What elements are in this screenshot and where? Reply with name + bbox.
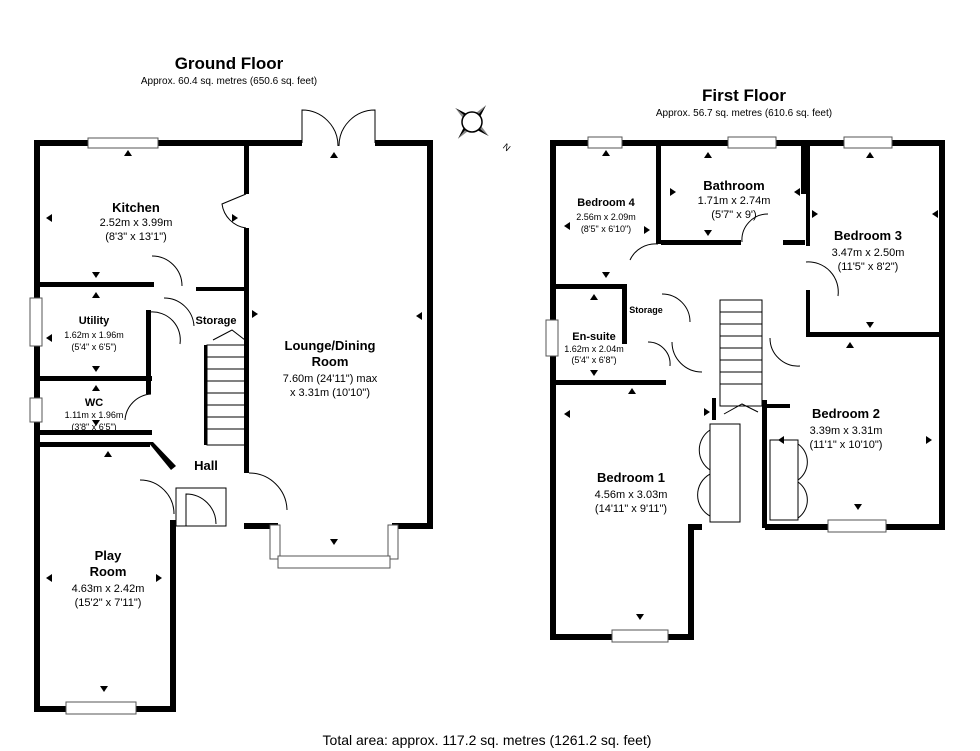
- lounge-dim-line1: 7.60m (24'11") max: [283, 373, 378, 385]
- bedroom4-name: Bedroom 4: [577, 197, 635, 209]
- first-floor-door-arcs: [629, 213, 839, 373]
- french-doors: [301, 109, 376, 147]
- bedroom3-name: Bedroom 3: [834, 228, 902, 243]
- ground-floor-stairs: [206, 329, 248, 446]
- ensuite-dim-ft: (5'4" x 6'8"): [571, 355, 616, 365]
- play-room-name-line2: Room: [90, 564, 127, 579]
- play-room-dim-ft: (15'2" x 7'11"): [75, 597, 142, 609]
- ground-floor-windows: [29, 137, 399, 715]
- bedroom1-dim-m: 4.56m x 3.03m: [595, 489, 668, 501]
- bathroom-dim-m: 1.71m x 2.74m: [698, 195, 771, 207]
- bedroom4-dim-m: 2.56m x 2.09m: [576, 212, 636, 222]
- first-floor-title: First Floor: [702, 86, 786, 105]
- bedroom2-name: Bedroom 2: [812, 406, 880, 421]
- wc-dim-m: 1.11m x 1.96m: [65, 410, 124, 420]
- ground-floor-title: Ground Floor: [175, 54, 284, 73]
- storage-name: Storage: [196, 315, 237, 327]
- lounge-name-line2: Room: [312, 354, 349, 369]
- ground-floor-markers: [46, 150, 422, 692]
- ground-floor-area: Approx. 60.4 sq. metres (650.6 sq. feet): [141, 76, 317, 87]
- lounge-dim-line2: x 3.31m (10'10"): [290, 387, 370, 399]
- bathroom-dim-ft: (5'7" x 9'): [711, 209, 756, 221]
- ensuite-dim-m: 1.62m x 2.04m: [564, 344, 624, 354]
- lounge-name-line1: Lounge/Dining: [285, 338, 376, 353]
- bedroom1-name: Bedroom 1: [597, 470, 665, 485]
- first-floor-windows: [545, 136, 893, 643]
- first-floor-markers: [564, 150, 938, 620]
- ground-floor-labels: Kitchen 2.52m x 3.99m (8'3" x 13'1") Uti…: [64, 200, 377, 609]
- bedroom3-dim-ft: (11'5" x 8'2"): [838, 261, 899, 273]
- compass-north-label: N: [501, 141, 512, 153]
- wc-dim-ft: (3'8" x 6'5"): [71, 422, 116, 432]
- utility-dim-ft: (5'4" x 6'5"): [71, 342, 116, 352]
- first-floor-plan: First Floor Approx. 56.7 sq. metres (610…: [545, 86, 945, 643]
- kitchen-dim-m: 2.52m x 3.99m: [100, 217, 173, 229]
- bedroom2-dim-m: 3.39m x 3.31m: [810, 425, 883, 437]
- total-area-caption: Total area: approx. 117.2 sq. metres (12…: [323, 732, 652, 748]
- first-floor-wardrobes: [697, 423, 808, 523]
- kitchen-name: Kitchen: [112, 200, 160, 215]
- kitchen-dim-ft: (8'3" x 13'1"): [105, 231, 167, 243]
- ground-floor-plan: Ground Floor Approx. 60.4 sq. metres (65…: [29, 54, 433, 715]
- bathroom-name: Bathroom: [703, 178, 764, 193]
- first-floor-labels: Bedroom 4 2.56m x 2.09m (8'5" x 6'10") B…: [564, 178, 904, 515]
- first-floor-stairs: [719, 299, 763, 415]
- compass-rose: N: [455, 105, 512, 153]
- play-room-dim-m: 4.63m x 2.42m: [72, 583, 145, 595]
- utility-name: Utility: [79, 315, 110, 327]
- ground-floor-door-arcs: [124, 193, 288, 527]
- hall-name: Hall: [194, 458, 218, 473]
- first-floor-storage-name: Storage: [629, 305, 663, 315]
- bedroom3-dim-m: 3.47m x 2.50m: [832, 247, 905, 259]
- bedroom4-dim-ft: (8'5" x 6'10"): [581, 224, 631, 234]
- first-floor-area: Approx. 56.7 sq. metres (610.6 sq. feet): [656, 108, 832, 119]
- wc-name: WC: [85, 397, 103, 409]
- bedroom1-dim-ft: (14'11" x 9'11"): [595, 503, 667, 515]
- play-room-name-line1: Play: [95, 548, 123, 563]
- utility-dim-m: 1.62m x 1.96m: [64, 330, 124, 340]
- ensuite-name: En-suite: [572, 331, 615, 343]
- bedroom2-dim-ft: (11'1" x 10'10"): [810, 439, 883, 451]
